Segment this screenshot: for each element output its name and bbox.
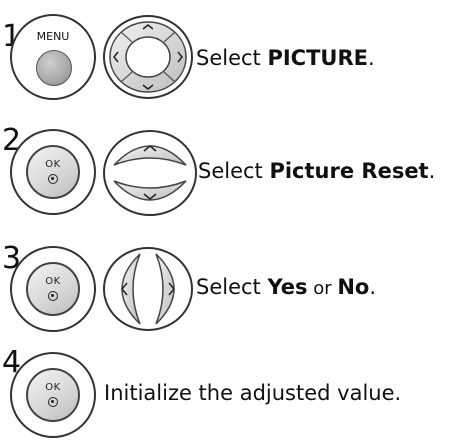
ok-button-label: OK <box>45 159 61 170</box>
ok-button-label: OK <box>45 276 61 287</box>
step-3-instruction: Select Yes or No. <box>196 275 376 299</box>
navigation-pad-icon[interactable] <box>102 14 194 100</box>
menu-item-name: PICTURE <box>267 46 368 70</box>
step-number: 4 <box>2 345 22 380</box>
instruction-text-end: . <box>367 46 375 70</box>
step-1-instruction: Select PICTURE. <box>196 46 375 70</box>
instruction-text-or: or <box>307 278 338 299</box>
option-yes: Yes <box>267 275 308 299</box>
menu-button-knob <box>36 50 72 86</box>
step-1: 1 MENU Select PICTURE. <box>0 0 466 110</box>
ok-dot-icon <box>48 397 58 407</box>
step-2-instruction: Select Picture Reset. <box>198 159 435 183</box>
menu-button[interactable]: MENU <box>10 14 96 100</box>
menu-button-label: MENU <box>36 30 70 43</box>
ok-button-face: OK <box>26 368 80 422</box>
step-4-instruction: Initialize the adjusted value. <box>104 381 402 405</box>
instruction-text-end: . <box>428 159 436 183</box>
up-down-keys-icon[interactable] <box>102 129 198 217</box>
menu-item-name: Picture Reset <box>269 159 429 183</box>
left-right-keys-icon[interactable] <box>102 246 194 332</box>
instruction-text-end: . <box>369 275 377 299</box>
option-no: No <box>337 275 370 299</box>
instruction-text: Select <box>196 46 268 70</box>
instruction-text: Select <box>196 275 268 299</box>
ok-button[interactable]: OK <box>10 246 96 332</box>
ok-button[interactable]: OK <box>10 129 96 215</box>
instruction-text: Select <box>198 159 270 183</box>
ok-button-face: OK <box>26 145 80 199</box>
ok-dot-icon <box>48 174 58 184</box>
ok-button-face: OK <box>26 262 80 316</box>
ok-dot-icon <box>48 291 58 301</box>
ok-button[interactable]: OK <box>10 352 96 438</box>
ok-button-label: OK <box>45 382 61 393</box>
